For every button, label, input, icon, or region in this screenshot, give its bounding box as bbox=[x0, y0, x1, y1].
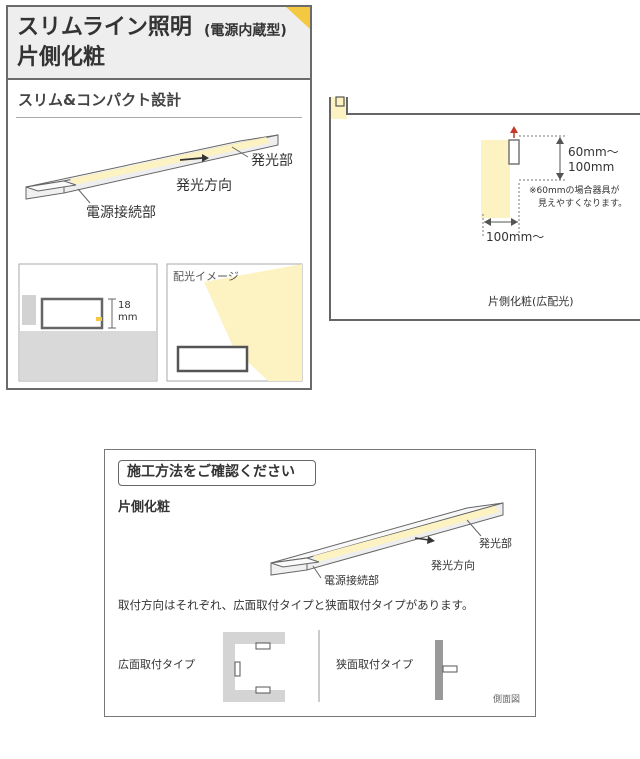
dim-unit: mm bbox=[118, 312, 138, 323]
wide-type-label: 広面取付タイプ bbox=[118, 658, 195, 671]
product-panel: スリムライン照明 (電源内蔵型) 片側化粧 スリム&コンパクト設計 発光部 発光… bbox=[6, 5, 312, 390]
light-image-label: 配光イメージ bbox=[173, 270, 239, 283]
instruction-header bbox=[118, 460, 316, 486]
title-header bbox=[8, 7, 310, 80]
dim-vertical-1: 60mm〜 bbox=[568, 145, 619, 159]
instruction-drawing bbox=[223, 502, 504, 702]
instruction-direction-label: 発光方向 bbox=[431, 559, 475, 572]
narrow-type-label: 狭面取付タイプ bbox=[336, 658, 413, 671]
note-line-2: 見えやすくなります。 bbox=[538, 199, 628, 209]
direction-label: 発光方向 bbox=[176, 178, 232, 194]
instruction-power-label: 電源接続部 bbox=[324, 574, 379, 587]
power-label: 電源接続部 bbox=[86, 205, 156, 221]
product-subtitle: 片側化粧 bbox=[17, 45, 106, 70]
diagram-caption: 片側化粧(広配光) bbox=[488, 295, 574, 308]
dim-horizontal: 100mm〜 bbox=[486, 230, 545, 244]
corner-accent bbox=[286, 7, 310, 29]
section-underline bbox=[16, 117, 302, 118]
dim-vertical-2: 100mm bbox=[568, 160, 615, 174]
product-title-paren: (電源内蔵型) bbox=[204, 23, 287, 39]
instruction-subtitle: 片側化粧 bbox=[118, 500, 171, 515]
fixture-drawing bbox=[18, 134, 303, 382]
dim-value: 18 bbox=[118, 300, 131, 311]
side-view-label: 側面図 bbox=[493, 695, 521, 705]
instruction-header-text: 施工方法をご確認ください bbox=[127, 464, 295, 480]
section-title: スリム&コンパクト設計 bbox=[18, 91, 182, 109]
emit-label: 発光部 bbox=[251, 153, 293, 169]
note-line-1: ※60mmの場合器具が bbox=[529, 186, 620, 196]
instruction-description: 取付方向はそれぞれ、広面取付タイプと狭面取付タイプがあります。 bbox=[118, 598, 474, 612]
installation-diagram bbox=[329, 96, 640, 321]
instruction-panel: 施工方法をご確認ください 片側化粧 発光部 発光方向 電源接続部 取付方向はそれ… bbox=[104, 449, 536, 717]
product-title: スリムライン照明 bbox=[17, 15, 192, 40]
instruction-emit-label: 発光部 bbox=[479, 537, 512, 550]
